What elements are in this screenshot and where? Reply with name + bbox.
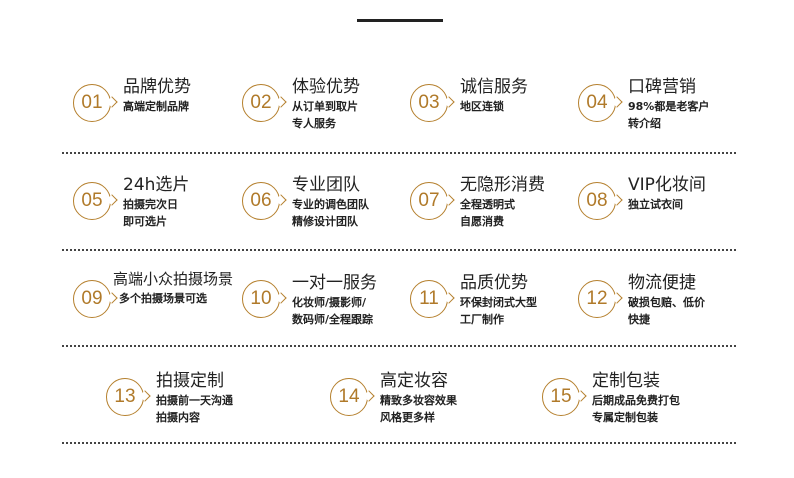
number-badge-icon: 11: [410, 280, 448, 318]
feature-item: 15 定制包装 后期成品免费打包 专属定制包装: [542, 366, 712, 426]
feature-item: 04 口碑营销 98%都是老客户 转介绍: [578, 72, 748, 132]
dotted-divider: [62, 249, 736, 251]
feature-title: 一对一服务: [292, 273, 377, 293]
feature-title: 物流便捷: [628, 273, 696, 293]
feature-description: 多个拍摄场景可选: [119, 292, 207, 305]
top-divider: [357, 19, 443, 22]
feature-description: 破损包赔、低价 快捷: [628, 296, 705, 326]
feature-item: 09 高端小众拍摄场景 多个拍摄场景可选: [73, 268, 243, 328]
feature-item: 10 一对一服务 化妆师/摄影师/ 数码师/全程跟踪: [242, 268, 412, 328]
feature-title: 口碑营销: [628, 77, 696, 97]
feature-description: 化妆师/摄影师/ 数码师/全程跟踪: [292, 296, 374, 326]
number-badge-icon: 02: [242, 84, 280, 122]
number-badge-icon: 06: [242, 182, 280, 220]
feature-item: 12 物流便捷 破损包赔、低价 快捷: [578, 268, 748, 328]
feature-description: 后期成品免费打包 专属定制包装: [592, 394, 680, 424]
feature-description: 独立试衣间: [628, 198, 683, 211]
feature-item: 01 品牌优势 高端定制品牌: [73, 72, 243, 132]
feature-title: 定制包装: [592, 371, 660, 391]
feature-item: 14 高定妆容 精致多妆容效果 风格更多样: [330, 366, 500, 426]
dotted-divider: [62, 442, 736, 444]
feature-description: 专业的调色团队 精修设计团队: [292, 198, 369, 228]
number-badge-icon: 15: [542, 378, 580, 416]
number-badge-icon: 13: [106, 378, 144, 416]
feature-title: 高端小众拍摄场景: [113, 270, 234, 288]
feature-item: 06 专业团队 专业的调色团队 精修设计团队: [242, 170, 412, 230]
number-badge-icon: 08: [578, 182, 616, 220]
feature-description: 全程透明式 自愿消费: [460, 198, 515, 228]
feature-title: 诚信服务: [460, 77, 528, 97]
feature-item: 02 体验优势 从订单到取片 专人服务: [242, 72, 412, 132]
feature-description: 从订单到取片 专人服务: [292, 100, 358, 130]
number-badge-icon: 05: [73, 182, 111, 220]
number-badge-icon: 10: [242, 280, 280, 318]
feature-title: 品质优势: [460, 273, 528, 293]
feature-description: 地区连锁: [460, 100, 504, 113]
feature-title: 拍摄定制: [156, 371, 224, 391]
number-badge-icon: 03: [410, 84, 448, 122]
number-badge-icon: 07: [410, 182, 448, 220]
feature-item: 08 VIP化妆间 独立试衣间: [578, 170, 748, 230]
feature-description: 高端定制品牌: [123, 100, 189, 113]
feature-item: 13 拍摄定制 拍摄前一天沟通 拍摄内容: [106, 366, 276, 426]
feature-title: 品牌优势: [123, 77, 191, 97]
feature-description: 环保封闭式大型 工厂制作: [460, 296, 537, 326]
feature-title: 无隐形消费: [460, 175, 545, 195]
feature-item: 07 无隐形消费 全程透明式 自愿消费: [410, 170, 580, 230]
feature-title: 体验优势: [292, 77, 360, 97]
feature-item: 03 诚信服务 地区连锁: [410, 72, 580, 132]
dotted-divider: [62, 152, 736, 154]
number-badge-icon: 12: [578, 280, 616, 318]
number-badge-icon: 01: [73, 84, 111, 122]
feature-item: 05 24h选片 拍摄完次日 即可选片: [73, 170, 243, 230]
feature-description: 98%都是老客户 转介绍: [628, 100, 710, 130]
number-badge-icon: 04: [578, 84, 616, 122]
feature-item: 11 品质优势 环保封闭式大型 工厂制作: [410, 268, 580, 328]
dotted-divider: [62, 345, 736, 347]
feature-title: 24h选片: [123, 175, 190, 195]
feature-description: 精致多妆容效果 风格更多样: [380, 394, 457, 424]
number-badge-icon: 14: [330, 378, 368, 416]
number-badge-icon: 09: [73, 280, 111, 318]
feature-title: 专业团队: [292, 175, 360, 195]
feature-title: 高定妆容: [380, 371, 448, 391]
feature-description: 拍摄前一天沟通 拍摄内容: [156, 394, 233, 424]
feature-description: 拍摄完次日 即可选片: [123, 198, 178, 228]
feature-title: VIP化妆间: [628, 175, 706, 195]
